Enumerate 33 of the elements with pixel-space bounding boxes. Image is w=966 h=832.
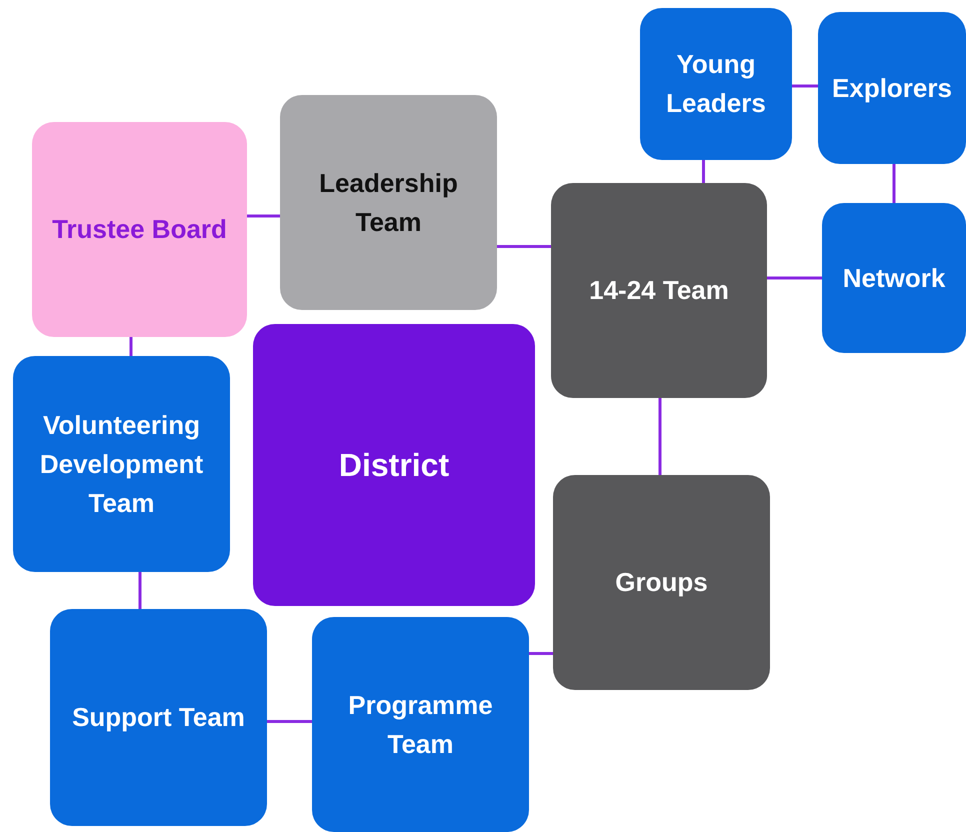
team-box — [312, 617, 529, 832]
box-label: Programme Team — [347, 688, 494, 760]
box-label: District — [338, 446, 450, 485]
box-label: Volunteering Development Team — [38, 408, 204, 520]
connector-line — [702, 160, 705, 183]
connector-line — [497, 245, 551, 248]
team-box — [280, 95, 497, 310]
team-box — [50, 609, 267, 826]
box-label: Leadership Team — [318, 166, 459, 238]
box-label: Young Leaders — [665, 48, 767, 120]
connector-line — [267, 720, 312, 723]
team-box — [551, 183, 767, 398]
team-box — [13, 356, 230, 572]
connector-line — [138, 572, 142, 609]
box-label: Explorers — [832, 72, 952, 104]
connector-line — [130, 337, 132, 356]
connector-line — [247, 214, 280, 218]
team-box — [253, 324, 535, 606]
team-box — [32, 122, 247, 337]
connector-line — [658, 398, 662, 475]
team-box — [553, 475, 770, 690]
box-label: Support Team — [72, 701, 245, 734]
connector-line — [892, 164, 896, 203]
connector-line — [767, 276, 822, 280]
team-box — [818, 12, 966, 164]
box-label: 14-24 Team — [589, 274, 729, 307]
box-label: Network — [842, 262, 946, 294]
box-label: Trustee Board — [52, 213, 227, 246]
box-label: Groups — [615, 566, 708, 599]
team-box — [640, 8, 792, 160]
team-box — [822, 203, 966, 353]
connector-line — [792, 84, 818, 88]
connector-line — [529, 652, 553, 655]
